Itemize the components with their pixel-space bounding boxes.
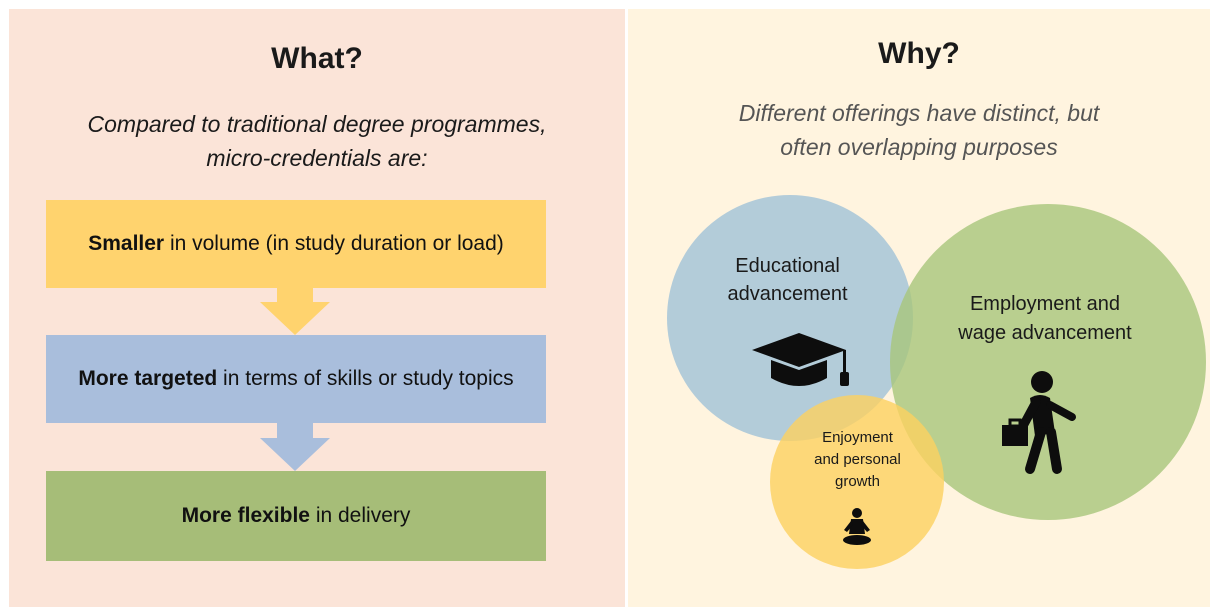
what-subtitle: Compared to traditional degree programme… [9,107,625,175]
enjoyment-growth-line-2: and personal [814,451,901,468]
smaller-box: Smaller in volume (in study duration or … [46,200,546,288]
why-subtitle-line-1: Different offerings have distinct, but [738,100,1100,126]
more-targeted-box: More targeted in terms of skills or stud… [46,335,546,423]
enjoyment-growth-line-3: growth [834,473,881,490]
more-flexible-box-bold: More flexible [181,504,310,527]
educational-advancement-line-1: Educational [735,255,840,277]
what-panel: What? Compared to traditional degree pro… [9,9,625,607]
what-heading: What? [271,42,363,75]
educational-advancement-line-2: advancement [727,283,848,305]
why-heading: Why? [878,37,960,70]
employment-wage-line-1: Employment and [969,293,1121,315]
why-subtitle: Different offerings have distinct, but o… [628,96,1210,164]
employment-circle [890,204,1206,520]
smaller-box-text: in volume (in study duration or load) [164,232,504,255]
more-flexible-box: More flexible in delivery [46,471,546,561]
enjoyment-circle [770,395,944,569]
more-targeted-box-bold: More targeted [78,367,218,390]
what-subtitle-line-1: Compared to traditional degree programme… [87,111,547,137]
graduation-cap-icon [752,333,849,386]
employment-wage-line-2: wage advancement [958,322,1132,344]
more-targeted-box-text: in terms of skills or study topics [217,367,514,390]
more-flexible-box-text: in delivery [309,504,411,527]
down-arrow-icon [260,288,330,335]
education-circle [667,195,913,441]
educational-advancement-label: Educational advancement [700,252,875,308]
walking-person-briefcase-icon [1002,371,1076,474]
enjoyment-growth-line-1: Enjoyment [822,429,893,446]
meditating-person-icon [843,508,871,545]
employment-wage-label: Employment and wage advancement [940,290,1150,348]
smaller-box-bold: Smaller [88,232,165,255]
what-subtitle-line-2: micro-credentials are: [206,145,428,171]
down-arrow-icon [260,423,330,471]
enjoyment-growth-label: Enjoyment and personal growth [800,427,915,493]
why-subtitle-line-2: often overlapping purposes [780,134,1058,160]
